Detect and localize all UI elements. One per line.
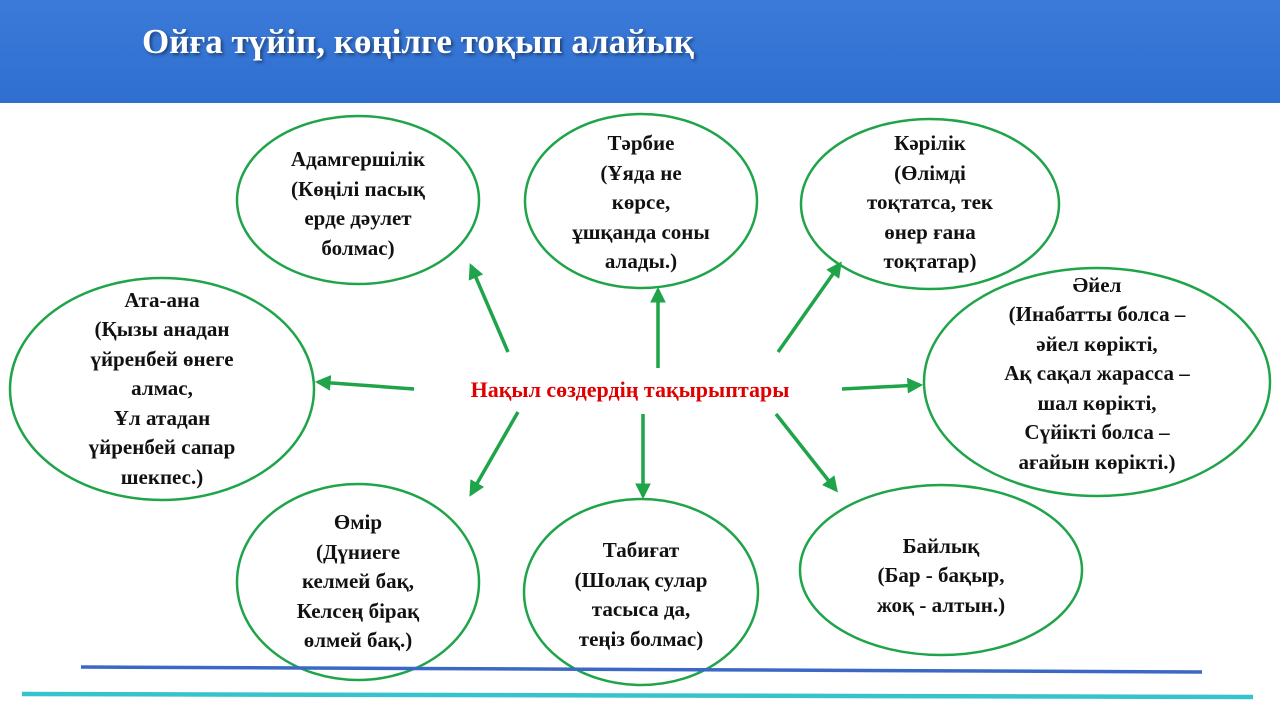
node-ata-ana: Ата-ана (Қызы анадан үйренбей өнеге алма… [10,285,314,493]
ellipse-karilik [799,117,1061,291]
node-line: тасыса да, [591,597,691,621]
page-title: Ойға түйіп, көңілге тоқып алайық [142,22,694,61]
node-line: өлмей бақ.) [303,628,413,653]
ellipse-adamgershilik [235,114,481,286]
node-tarbie: Тәрбие (Ұяда не көрсе, ұшқанда соны алад… [525,128,757,278]
divider-line-blue [80,665,1203,674]
node-line: (Өлімді [894,160,966,185]
node-adamgershilik: Адамгершілік (Көңілі пасық ерде дәулет б… [237,144,479,264]
arrow-to-ayel [841,377,924,394]
node-line: Табиғат [602,538,680,562]
node-line: шал көрікті, [1037,390,1157,415]
center-topic-label: Нақыл сөздердің тақырыптары [470,377,790,402]
node-line: Кәрілік [894,131,966,156]
ellipse-tarbie [523,112,759,290]
node-karilik: Кәрілік (Өлімді тоқтатса, тек өнер ғана … [801,128,1059,278]
node-line: тоқтатар) [883,249,977,274]
node-line: өнер ғана [884,219,976,244]
node-line: тоқтатса, тек [866,190,994,215]
node-line: әйел көрікті, [1036,331,1158,356]
header-bar [0,0,1280,103]
node-line: Тәрбие [607,131,675,156]
node-line: Ата-ана [124,287,200,312]
node-line: (Инабатты болса – [1008,302,1186,327]
node-line: ұшқанда соны [572,219,710,244]
node-line: көрсе, [611,190,671,215]
node-line: Адамгершілік [290,147,426,171]
node-line: ағайын көрікті.) [1018,449,1176,474]
node-line: (Қызы анадан [94,317,230,342]
node-bailyk: Байлық (Бар - бақыр, жоқ - алтын.) [800,530,1082,622]
node-line: болмас) [321,235,395,260]
node-line: теңіз болмас) [578,626,704,651]
arrow-to-omir [469,411,520,497]
node-line: Байлық [902,533,980,558]
node-line: алады.) [604,249,678,274]
node-line: Өмір [333,510,383,535]
node-line: (Дүниеге [315,539,401,564]
node-line: ерде дәулет [304,206,412,230]
arrow-to-bailyk [774,412,838,493]
ellipse-ayel [922,266,1272,498]
node-line: келмей бақ, [301,569,414,594]
node-line: үйренбей өнеге [90,346,234,371]
ellipse-ata-ana [8,276,316,502]
node-line: шекпес.) [120,464,204,489]
node-line: (Шолақ сулар [574,567,708,592]
node-line: Ұл атадан [113,405,211,430]
node-line: Әйел [1072,272,1122,297]
node-line: жоқ - алтын.) [876,592,1006,617]
node-line: (Ұяда не [600,160,682,185]
node-line: Ақ сақал жарасса – [1004,361,1190,386]
node-omir: Өмір (Дүниеге келмей бақ, Келсең бірақ ө… [237,507,479,657]
node-line: (Көңілі пасық [291,176,425,201]
ellipse-omir [235,482,481,682]
node-line: үйренбей сапар [88,435,236,460]
arrow-to-karilik [776,261,842,354]
ellipse-bailyk [798,483,1084,657]
node-tabigat: Табиғат (Шолақ сулар тасыса да, теңіз бо… [524,535,758,655]
node-line: Келсең бірақ [296,598,420,623]
node-line: (Бар - бақыр, [877,563,1005,588]
arrow-to-adamgershilik [468,263,510,353]
divider-line-teal [21,691,1254,700]
node-line: алмас, [131,376,193,401]
node-line: Сүйікті болса – [1024,420,1170,445]
node-ayel: Әйел (Инабатты болса – әйел көрікті, Ақ … [924,270,1270,478]
arrow-to-ata-ana [314,375,415,391]
